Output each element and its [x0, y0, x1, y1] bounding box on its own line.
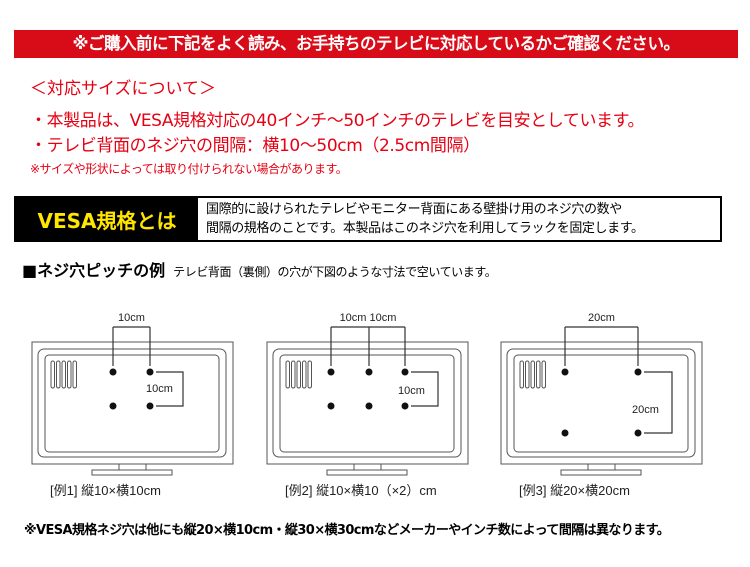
vent-slot	[302, 360, 307, 389]
tv-diagram-1: 10cm 10cm [例1] 縦10×横10cm	[31, 312, 234, 498]
screw-hole	[634, 429, 642, 437]
vent-slot	[56, 360, 61, 389]
screw-hole	[109, 368, 117, 376]
size-line-1: ・本製品は、VESA規格対応の40インチ～50インチのテレビを目安としています。	[30, 111, 645, 131]
side-dimension-label: 10cm	[398, 385, 425, 397]
example-caption: [例3] 縦20×横20cm	[519, 483, 630, 498]
stand-neck	[118, 463, 147, 471]
tv-diagram-2: 10cm 10cm 10cm [例2] 縦10×横10（×2）cm	[266, 312, 469, 498]
stand-neck	[353, 463, 382, 471]
vent-slot	[72, 360, 77, 389]
stand-base	[326, 469, 408, 476]
vent-slot	[536, 360, 541, 389]
vent-slot	[530, 360, 535, 389]
screw-hole	[365, 368, 373, 376]
vent-slot	[285, 360, 290, 389]
vent-slot	[296, 360, 301, 389]
screw-hole	[561, 429, 569, 437]
warning-banner: ※ご購入前に下記をよく読み、お手持ちのテレビに対応しているかご確認ください。	[14, 30, 738, 58]
side-dimension-line	[156, 371, 184, 407]
example-caption: [例1] 縦10×横10cm	[50, 483, 161, 498]
stand-neck	[587, 463, 616, 471]
vesa-definition-box: VESA規格とは 国際的に設けられたテレビやモニター背面にある壁掛け用のネジ穴の…	[14, 196, 722, 242]
tv-screen	[513, 354, 689, 453]
side-dimension-line	[644, 371, 673, 434]
vent-slot	[291, 360, 296, 389]
footnote: ※VESA規格ネジ穴は他にも縦20×横10cm・縦30×横30cmなどメーカーや…	[24, 523, 670, 538]
vesa-desc-line-1: 国際的に設けられたテレビやモニター背面にある壁掛け用のネジ穴の数や	[206, 202, 622, 217]
screw-hole	[365, 402, 373, 410]
vesa-desc-line-2: 間隔の規格のことです。本製品はこのネジ穴を利用してラックを固定します。	[206, 221, 644, 236]
top-dimension-label: 10cm	[118, 312, 145, 324]
vent-slot	[307, 360, 312, 389]
side-dimension-label: 10cm	[146, 383, 173, 395]
stand-base	[560, 469, 642, 476]
stand-base	[91, 469, 173, 476]
tv-bezel	[37, 348, 227, 458]
vesa-description: 国際的に設けられたテレビやモニター背面にある壁掛け用のネジ穴の数や 間隔の規格の…	[198, 198, 720, 240]
pitch-heading: ■ネジ穴ピッチの例 テレビ背面（裏側）の穴が下図のような寸法で空いています。	[22, 257, 497, 281]
tv-bezel	[272, 348, 462, 458]
top-dimension-label: 20cm	[588, 312, 615, 324]
tv-screen	[279, 354, 455, 453]
vesa-title: VESA規格とは	[16, 198, 198, 240]
side-dimension-line	[411, 371, 439, 407]
tv-outer-frame	[31, 341, 234, 465]
screw-hole-diagrams: 10cm 10cm [例1] 縦10×横10cm 10cm 10cm 10cm [例2] …	[31, 312, 703, 498]
screw-hole	[109, 402, 117, 410]
screw-hole	[401, 402, 409, 410]
size-heading: ＜対応サイズについて＞	[30, 79, 216, 99]
screw-hole	[327, 368, 335, 376]
screw-hole	[561, 368, 569, 376]
tv-diagram-3: 20cm 20cm [例3] 縦20×横20cm	[500, 312, 703, 498]
side-dimension-label: 20cm	[632, 404, 659, 416]
vent-slot	[541, 360, 546, 389]
size-line-2: ・テレビ背面のネジ穴の間隔：横10～50cm（2.5cm間隔）	[30, 136, 480, 156]
vent-slot	[61, 360, 66, 389]
screw-hole	[634, 368, 642, 376]
tv-screen	[44, 354, 220, 453]
size-note: ※サイズや形状によっては取り付けられない場合があります。	[30, 162, 348, 176]
tv-bezel	[506, 348, 696, 458]
pitch-description: テレビ背面（裏側）の穴が下図のような寸法で空いています。	[173, 265, 497, 279]
pitch-title: ■ネジ穴ピッチの例	[22, 261, 166, 280]
vent-slot	[50, 360, 55, 389]
vent-slot	[525, 360, 530, 389]
vent-slot	[519, 360, 524, 389]
screw-hole	[401, 368, 409, 376]
screw-hole	[146, 368, 154, 376]
screw-hole	[146, 402, 154, 410]
example-caption: [例2] 縦10×横10（×2）cm	[285, 483, 437, 498]
top-dimension-label: 10cm 10cm	[340, 312, 397, 324]
screw-hole	[327, 402, 335, 410]
vent-slot	[67, 360, 72, 389]
